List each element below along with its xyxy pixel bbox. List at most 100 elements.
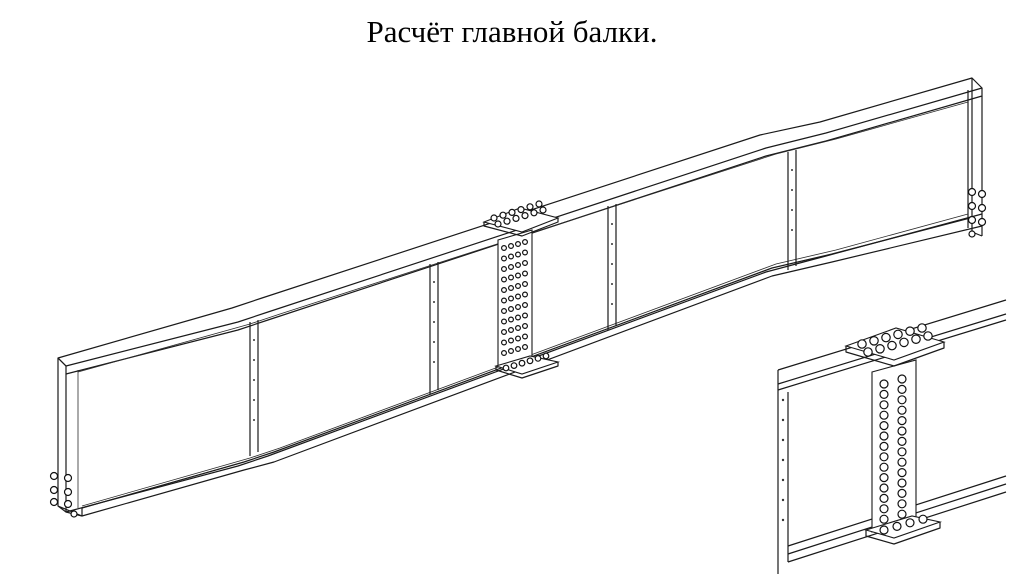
- bolt: [508, 253, 515, 260]
- bolt: [501, 287, 508, 294]
- bolt: [897, 416, 907, 426]
- bolt: [897, 374, 907, 384]
- bolt: [514, 283, 521, 290]
- bolt: [897, 499, 907, 509]
- bolt: [501, 255, 508, 262]
- bolt: [510, 362, 518, 370]
- splice-detail-view: [777, 299, 1007, 574]
- bolt: [857, 339, 867, 349]
- bolt: [517, 206, 525, 214]
- bolt: [521, 249, 528, 256]
- bolt: [879, 410, 889, 420]
- bolt: [875, 343, 885, 354]
- bolt: [512, 214, 520, 222]
- bolt: [879, 462, 889, 472]
- bolt: [514, 325, 521, 332]
- bolt: [879, 473, 889, 483]
- bolt: [514, 251, 521, 258]
- bolt: [905, 326, 915, 336]
- bolt: [879, 431, 889, 441]
- bolt: [514, 272, 521, 279]
- bolt: [879, 452, 889, 462]
- bolt: [905, 518, 915, 528]
- bolt: [923, 331, 933, 341]
- bolt: [501, 350, 508, 357]
- bolt: [897, 457, 907, 467]
- bolt: [918, 514, 928, 524]
- bolt: [499, 211, 507, 219]
- bolt: [508, 243, 515, 250]
- bolt: [503, 217, 511, 225]
- bolt: [911, 334, 921, 344]
- bolt: [521, 312, 528, 319]
- bolt: [887, 340, 897, 351]
- bolt: [879, 421, 889, 431]
- bolt: [879, 525, 889, 535]
- bolt: [508, 295, 515, 302]
- bolt: [893, 329, 903, 340]
- bolt: [508, 274, 515, 281]
- bolt: [526, 357, 534, 365]
- bottom-flange-splice: [494, 352, 561, 379]
- bolt: [514, 262, 521, 269]
- bolt: [521, 323, 528, 330]
- bolt: [539, 206, 547, 214]
- bolt: [897, 488, 907, 498]
- bolt: [508, 285, 515, 292]
- bolt: [514, 335, 521, 342]
- bolt: [897, 436, 907, 446]
- bolt: [501, 308, 508, 315]
- bolt: [508, 264, 515, 271]
- bolt: [526, 203, 534, 211]
- left-end-plate: [57, 357, 83, 517]
- bolt: [521, 260, 528, 267]
- bolt: [897, 509, 907, 519]
- bolt: [501, 339, 508, 346]
- bolt: [501, 329, 508, 336]
- bolt: [508, 208, 516, 216]
- bolt: [508, 316, 515, 323]
- bolt: [521, 239, 528, 246]
- bolt: [508, 348, 515, 355]
- bolt: [879, 514, 889, 524]
- bolt: [501, 276, 508, 283]
- bolt: [521, 344, 528, 351]
- bolt: [897, 426, 907, 436]
- bolt: [879, 441, 889, 451]
- main-beam: [49, 77, 987, 518]
- bolt: [508, 306, 515, 313]
- bolt: [514, 346, 521, 353]
- bolt: [897, 395, 907, 405]
- bolt: [879, 504, 889, 514]
- bolt: [521, 291, 528, 298]
- bolt: [501, 266, 508, 273]
- bolt: [514, 293, 521, 300]
- top-flange-splice: [482, 200, 560, 237]
- bolt: [501, 318, 508, 325]
- bolt: [518, 359, 526, 367]
- bolt: [514, 304, 521, 311]
- bolt: [869, 335, 879, 346]
- bolt: [863, 347, 873, 357]
- bolt: [521, 212, 529, 220]
- bolt: [501, 245, 508, 252]
- left-end-bolts: [49, 471, 78, 518]
- bolt: [521, 270, 528, 277]
- bolt: [879, 493, 889, 503]
- bolt: [521, 333, 528, 340]
- stiffeners: [249, 150, 797, 456]
- bolt: [917, 323, 927, 333]
- bolt: [892, 521, 902, 532]
- bolt: [879, 483, 889, 493]
- web-splice-plate: [497, 229, 533, 367]
- bolt: [514, 241, 521, 248]
- bolt: [534, 355, 542, 362]
- bolt: [521, 302, 528, 309]
- bolt: [501, 297, 508, 304]
- bolt: [535, 200, 543, 208]
- bolt: [879, 389, 889, 399]
- bolt: [881, 332, 891, 343]
- bolt: [897, 447, 907, 457]
- bolt: [897, 405, 907, 415]
